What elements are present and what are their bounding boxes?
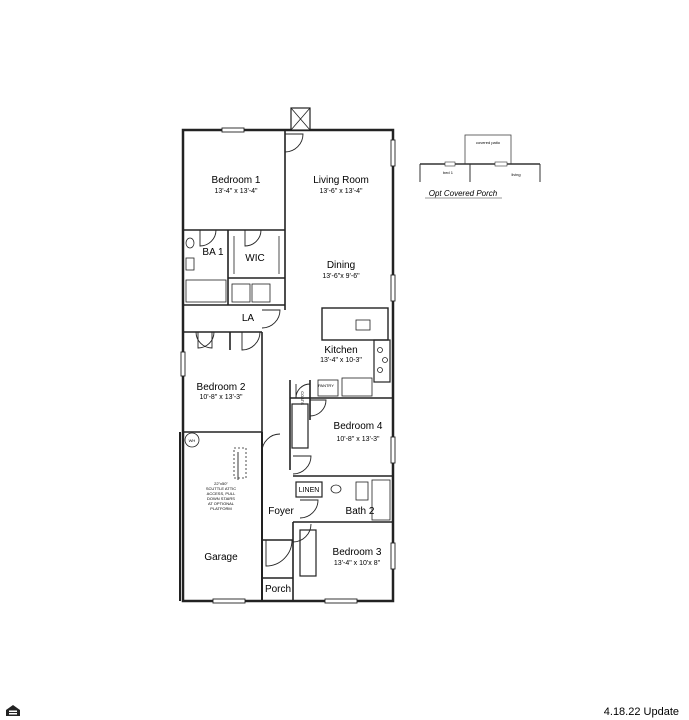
bedroom1-dims: 13'-4" x 13'-4" — [214, 188, 258, 195]
bedroom4-dims: 10'-8" x 13'-3" — [336, 436, 380, 443]
coats-label: COATS — [300, 391, 305, 405]
attic-note-line: DOWN STAIRS — [207, 496, 235, 501]
inset-bed1-label: bed 1 — [443, 170, 454, 175]
doors — [195, 133, 327, 567]
bedroom3-name: Bedroom 3 — [333, 547, 382, 558]
covered-patio-label: covered patio — [476, 140, 501, 145]
exterior-walls — [179, 128, 395, 603]
living-room-dims: 13'-6" x 13'-4" — [319, 188, 363, 195]
fixtures — [184, 236, 391, 521]
la-name: LA — [242, 313, 255, 324]
dining-name: Dining — [327, 260, 355, 271]
windows — [180, 127, 396, 604]
small-labels: PANTRY LINEN COATS WH 22"x50" SCUTTLE AT… — [189, 383, 335, 511]
wic-name: WIC — [245, 253, 264, 264]
update-note: 4.18.22 Update — [603, 706, 679, 718]
living-room-name: Living Room — [313, 175, 369, 186]
wh-label: WH — [189, 438, 196, 443]
attic-note-line: ACCESS, PULL — [207, 491, 236, 496]
kitchen-name: Kitchen — [324, 345, 357, 356]
garage-name: Garage — [204, 552, 238, 563]
equal-housing-opportunity-icon — [6, 705, 20, 716]
dining-dims: 13'-6"x 9'-6" — [322, 273, 360, 280]
ba1-name: BA 1 — [202, 247, 224, 258]
inset-living-label: living — [511, 172, 520, 177]
foyer-name: Foyer — [268, 506, 294, 517]
porch-name: Porch — [265, 584, 291, 595]
attic-note-line: 22"x50" — [214, 481, 228, 486]
attic-note-line: AT OPTIONAL — [208, 501, 235, 506]
kitchen-dims: 13'-4" x 10-3" — [320, 357, 362, 364]
room-labels: Bedroom 1 13'-4" x 13'-4" Living Room 13… — [197, 175, 383, 595]
vent — [290, 107, 311, 131]
linen-label: LINEN — [299, 487, 320, 494]
inset-caption: Opt Covered Porch — [429, 189, 498, 198]
attic-note-line: PLATFORM — [210, 506, 231, 511]
covered-porch-inset: covered patio bed 1 living Opt Covered P… — [419, 134, 541, 199]
bedroom1-name: Bedroom 1 — [212, 175, 261, 186]
attic-note-line: SCUTTLE ATTIC — [206, 486, 236, 491]
bedroom2-name: Bedroom 2 — [197, 382, 246, 393]
bedroom4-name: Bedroom 4 — [334, 421, 383, 432]
attic-note: 22"x50" SCUTTLE ATTIC ACCESS, PULL DOWN … — [206, 481, 236, 511]
pantry-label: PANTRY — [318, 383, 334, 388]
bath2-name: Bath 2 — [346, 506, 375, 517]
bedroom2-dims: 10'-8" x 13'-3" — [199, 394, 243, 401]
interior-walls — [183, 130, 393, 601]
bedroom3-dims: 13'-4" x 10'x 8" — [334, 560, 381, 567]
